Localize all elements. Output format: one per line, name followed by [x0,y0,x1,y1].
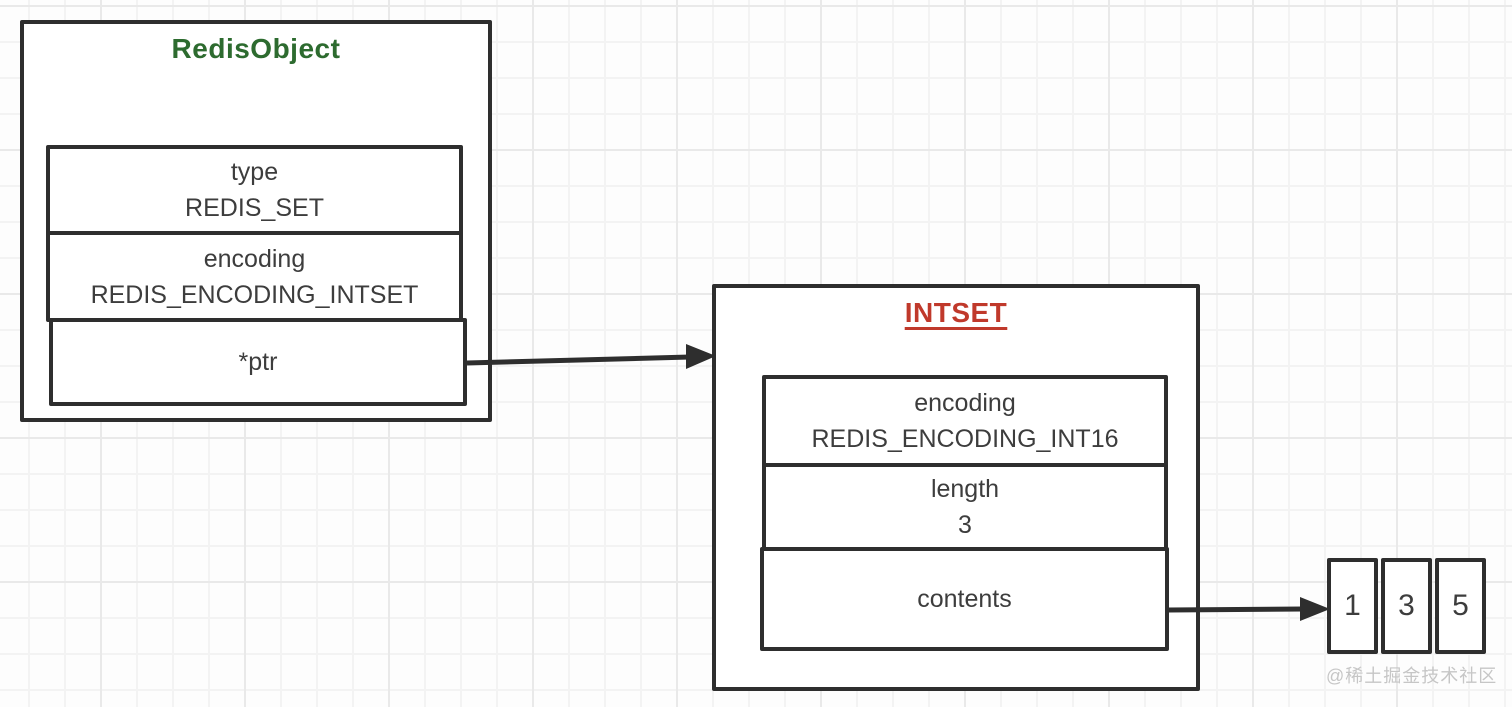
redis-object-field-encoding: encoding REDIS_ENCODING_INTSET [46,231,463,322]
redis-object-title: RedisObject [171,33,341,64]
contents-array: 1 3 5 [1327,558,1486,654]
array-cell: 5 [1435,558,1486,654]
intset-field-contents: contents [760,547,1169,651]
redis-object-field-ptr: *ptr [49,318,467,406]
redis-object-field-type: type REDIS_SET [46,145,463,235]
field-label: encoding [914,389,1016,417]
field-label: contents [917,585,1012,613]
watermark: @稀土掘金技术社区 [1326,666,1498,686]
array-cell: 3 [1381,558,1432,654]
redis-object-box: RedisObject type REDIS_SET encoding REDI… [20,20,492,422]
field-label: encoding [203,244,306,273]
field-label: *ptr [238,348,278,376]
field-value: REDIS_SET [185,194,324,222]
array-cell: 1 [1327,558,1378,654]
field-label: length [930,475,1000,503]
field-value: REDIS_ENCODING_INTSET [90,280,419,309]
field-value: 3 [958,511,972,539]
ptr-arrow [466,344,716,369]
intset-field-length: length 3 [762,463,1168,551]
intset-title: INTSET [904,297,1008,328]
intset-box: INTSET encoding REDIS_ENCODING_INT16 len… [712,284,1200,691]
field-label: type [230,158,279,186]
field-value: REDIS_ENCODING_INT16 [811,425,1119,453]
intset-field-encoding: encoding REDIS_ENCODING_INT16 [762,375,1168,467]
